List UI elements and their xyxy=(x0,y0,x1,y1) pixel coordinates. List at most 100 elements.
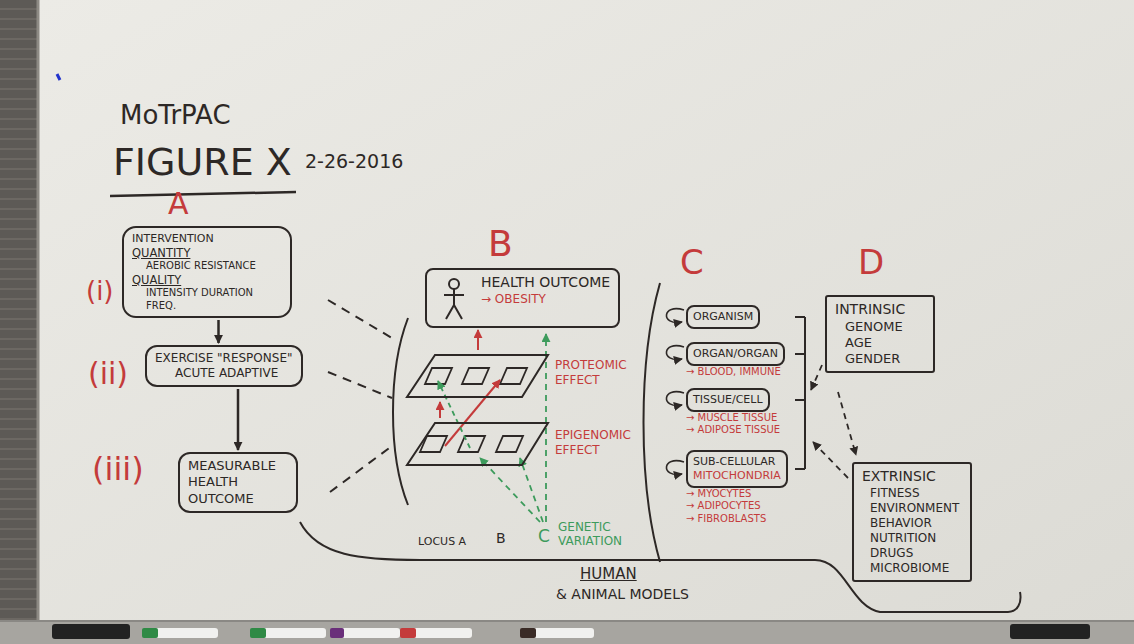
dashed-arrow xyxy=(813,442,848,478)
node-text: ORGANISM xyxy=(693,310,753,324)
window-blinds xyxy=(0,0,38,622)
figure-head xyxy=(449,279,459,289)
level-box: TISSUE/CELL → MUSCLE TISSUE→ ADIPOSE TISS… xyxy=(686,388,780,437)
node-text: EXERCISE "RESPONSE" xyxy=(155,351,293,366)
marker-pen xyxy=(154,628,218,638)
figure-title: FIGURE X xyxy=(113,140,292,186)
box-outline: TISSUE/CELL xyxy=(686,388,770,412)
panel-numeral: (ii) xyxy=(88,356,128,392)
bracket xyxy=(393,318,408,505)
loop-arrow xyxy=(666,392,684,406)
node-text: QUALITY xyxy=(132,273,282,287)
panel-letter: D xyxy=(858,242,884,283)
node-text: INTRINSIC xyxy=(835,301,925,319)
models-label: HUMAN xyxy=(580,565,637,583)
connectors xyxy=(219,320,479,450)
marker-pen xyxy=(340,628,400,638)
locus-label: LOCUS A xyxy=(418,535,466,548)
annotation-text: → MUSCLE TISSUE xyxy=(686,412,780,425)
node-text: GENOME AGE GENDER xyxy=(835,319,925,368)
layer-plane xyxy=(405,420,550,468)
tray-lip xyxy=(0,620,1134,622)
layer-outline xyxy=(407,355,548,397)
layer-caption: EPIGENOMIC EFFECT xyxy=(555,428,643,458)
annotation-text: → MYOCYTES xyxy=(686,488,788,501)
node-text: HEALTH OUTCOME xyxy=(481,274,610,292)
dashed-leader xyxy=(328,300,392,338)
layer-outline xyxy=(407,423,548,465)
node-text: EXTRINSIC xyxy=(862,468,962,486)
bracket-line xyxy=(804,317,806,469)
marker-cap xyxy=(330,628,344,638)
loop-arrow xyxy=(666,346,684,360)
element-quad xyxy=(462,368,489,384)
dashed-arrow xyxy=(838,392,856,455)
board-surface xyxy=(38,0,1134,622)
box-outline: EXERCISE "RESPONSE"ACUTE ADAPTIVE xyxy=(145,345,303,387)
annotation-text: → ADIPOSE TISSUE xyxy=(686,424,780,437)
diagram-title: MoTrPAC xyxy=(120,100,231,131)
genetic-arrow xyxy=(520,458,543,522)
panel-numeral: (i) xyxy=(86,276,114,307)
tray xyxy=(0,620,1134,644)
element-quad xyxy=(496,436,523,452)
level-box: ORGAN/ORGAN→ BLOOD, IMMUNE xyxy=(686,342,785,378)
layer-plane xyxy=(405,352,550,400)
response-box: EXERCISE "RESPONSE"ACUTE ADAPTIVE xyxy=(145,345,303,387)
box-outline: INTERVENTIONQUANTITYAEROBIC RESISTANCEQU… xyxy=(122,226,292,318)
annotation-text: → OBESITY xyxy=(481,292,610,307)
connector-arrow xyxy=(237,389,240,450)
level-box: ORGANISM xyxy=(686,305,760,329)
box-outline: HEALTH OUTCOME→ OBESITY xyxy=(425,268,620,328)
element-quad xyxy=(500,368,527,384)
node-text: INTENSITY DURATION FREQ. xyxy=(132,287,282,312)
node-text: SUB-CELLULAR xyxy=(693,455,781,469)
node-text: ORGAN/ORGAN xyxy=(693,347,778,361)
factor-arrows xyxy=(811,365,856,478)
node-text: FITNESS ENVIRONMENT BEHAVIOR NUTRITION D… xyxy=(862,486,962,576)
title-underline xyxy=(110,192,296,196)
level-box: SUB-CELLULARMITOCHONDRIA→ MYOCYTES→ ADIP… xyxy=(686,450,788,525)
panel-a-leaders xyxy=(328,300,392,492)
box-outline: EXTRINSICFITNESS ENVIRONMENT BEHAVIOR NU… xyxy=(852,462,972,582)
node-text: ACUTE ADAPTIVE xyxy=(155,366,293,381)
layer-caption: PROTEOMIC EFFECT xyxy=(555,358,643,388)
board-edge xyxy=(37,0,40,622)
figure-body xyxy=(444,289,464,319)
outcome-box: MEASURABLE HEALTH OUTCOME xyxy=(178,452,298,513)
dashed-leader xyxy=(328,372,392,398)
models-label: & ANIMAL MODELS xyxy=(556,586,689,603)
marker-cap xyxy=(520,628,536,638)
intervention-box: INTERVENTIONQUANTITYAEROBIC RESISTANCEQU… xyxy=(122,226,292,318)
locus-label: C xyxy=(538,526,550,546)
connector-arrow xyxy=(477,330,479,350)
annotation-text: → FIBROBLASTS xyxy=(686,513,788,526)
box-outline: SUB-CELLULARMITOCHONDRIA xyxy=(686,450,788,488)
bracket-ticks xyxy=(795,317,805,469)
genetic-arrows xyxy=(480,334,546,522)
genetic-arrow xyxy=(438,381,470,448)
locus-label: B xyxy=(496,530,506,547)
panel-letter: B xyxy=(488,222,513,265)
annotation-text: MITOCHONDRIA xyxy=(693,469,781,483)
marker-cap xyxy=(142,628,158,638)
node-text: AEROBIC RESISTANCE xyxy=(132,260,282,273)
health-outcome-box: HEALTH OUTCOME→ OBESITY xyxy=(425,268,620,328)
eraser xyxy=(1010,624,1090,639)
panel-letter: A xyxy=(168,186,189,222)
node-text: TISSUE/CELL xyxy=(693,393,763,407)
eraser xyxy=(52,624,130,639)
ink-dot xyxy=(57,74,60,80)
stick-figure xyxy=(437,276,471,322)
omics-layer: PROTEOMIC EFFECT xyxy=(405,352,645,400)
box-outline: ORGANISM xyxy=(686,305,760,329)
marker-pen xyxy=(412,628,472,638)
dashed-leader xyxy=(330,446,392,492)
omics-layer: EPIGENOMIC EFFECT xyxy=(405,420,645,468)
marker-pen xyxy=(532,628,594,638)
marker-cap xyxy=(400,628,416,638)
dashed-arrow xyxy=(811,365,822,390)
box-outline: INTRINSICGENOME AGE GENDER xyxy=(825,295,935,373)
